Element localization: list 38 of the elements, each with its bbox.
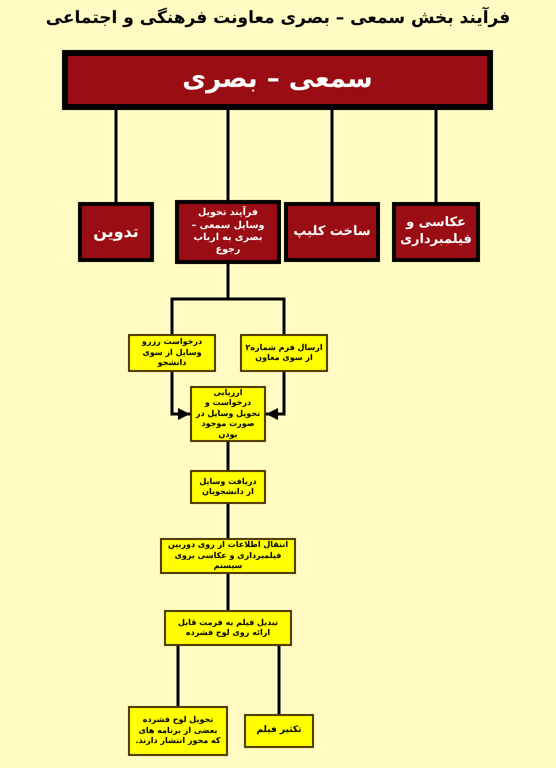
box-label: ارزیابی درخواست و تحویل وسایل در صورت موجود بودن bbox=[195, 388, 261, 440]
step-box bbox=[128, 706, 228, 756]
arrow bbox=[266, 372, 286, 420]
connector-line bbox=[114, 110, 118, 202]
connector-line bbox=[226, 442, 230, 470]
box-label: تبدیل فیلم به فرمت قابل ارائه روی لوح فشرده bbox=[176, 618, 280, 638]
box-label: تحویل لوح فشرده بعضی از برنامه های که محور انتشار دارند. bbox=[134, 715, 222, 747]
connector-line bbox=[176, 646, 180, 706]
section-box bbox=[284, 202, 380, 262]
connector-line bbox=[226, 574, 230, 610]
box-label: تکثیر فیلم bbox=[256, 725, 302, 737]
diagram-title: فرآیند بخش سمعی – بصری معاونت فرهنگی و اجتماعی bbox=[46, 8, 510, 28]
box-label: تدوین bbox=[93, 222, 139, 242]
box-label: فرآیند تحویل وسایل سمعی – بصری به ارباب رجوع bbox=[190, 207, 266, 257]
box-label: سمعی – بصری bbox=[182, 63, 373, 96]
connector-line bbox=[330, 110, 334, 202]
box-label: ساخت کلیپ bbox=[293, 224, 371, 240]
step-box bbox=[128, 334, 216, 372]
connector-line bbox=[170, 264, 230, 334]
connector-line bbox=[278, 646, 280, 714]
step-box bbox=[164, 610, 292, 646]
step-box bbox=[160, 538, 296, 574]
arrow bbox=[170, 372, 190, 420]
step-box bbox=[244, 714, 314, 748]
step-box bbox=[240, 334, 328, 372]
box-label: عکاسی و فیلمبرداری bbox=[399, 215, 473, 249]
box-label: انتقال اطلاعات از روی دوربین فیلمبرداری و عکاسی بروی سیستم bbox=[166, 540, 290, 572]
connector-line bbox=[226, 110, 230, 200]
connector-line bbox=[434, 110, 438, 202]
section-box bbox=[78, 202, 154, 262]
box-label: درخواست رزرو وسایل از سوی دانشجو bbox=[140, 337, 204, 369]
box-label: دریافت وسایل از دانشجویان bbox=[198, 476, 258, 498]
connector-line bbox=[226, 504, 230, 538]
step-box bbox=[190, 470, 266, 504]
section-box bbox=[392, 202, 480, 262]
box-label: ارسال فرم شماره۲ از سوی معاون bbox=[245, 342, 323, 364]
section-box bbox=[175, 200, 281, 264]
category-header-box bbox=[62, 50, 493, 110]
